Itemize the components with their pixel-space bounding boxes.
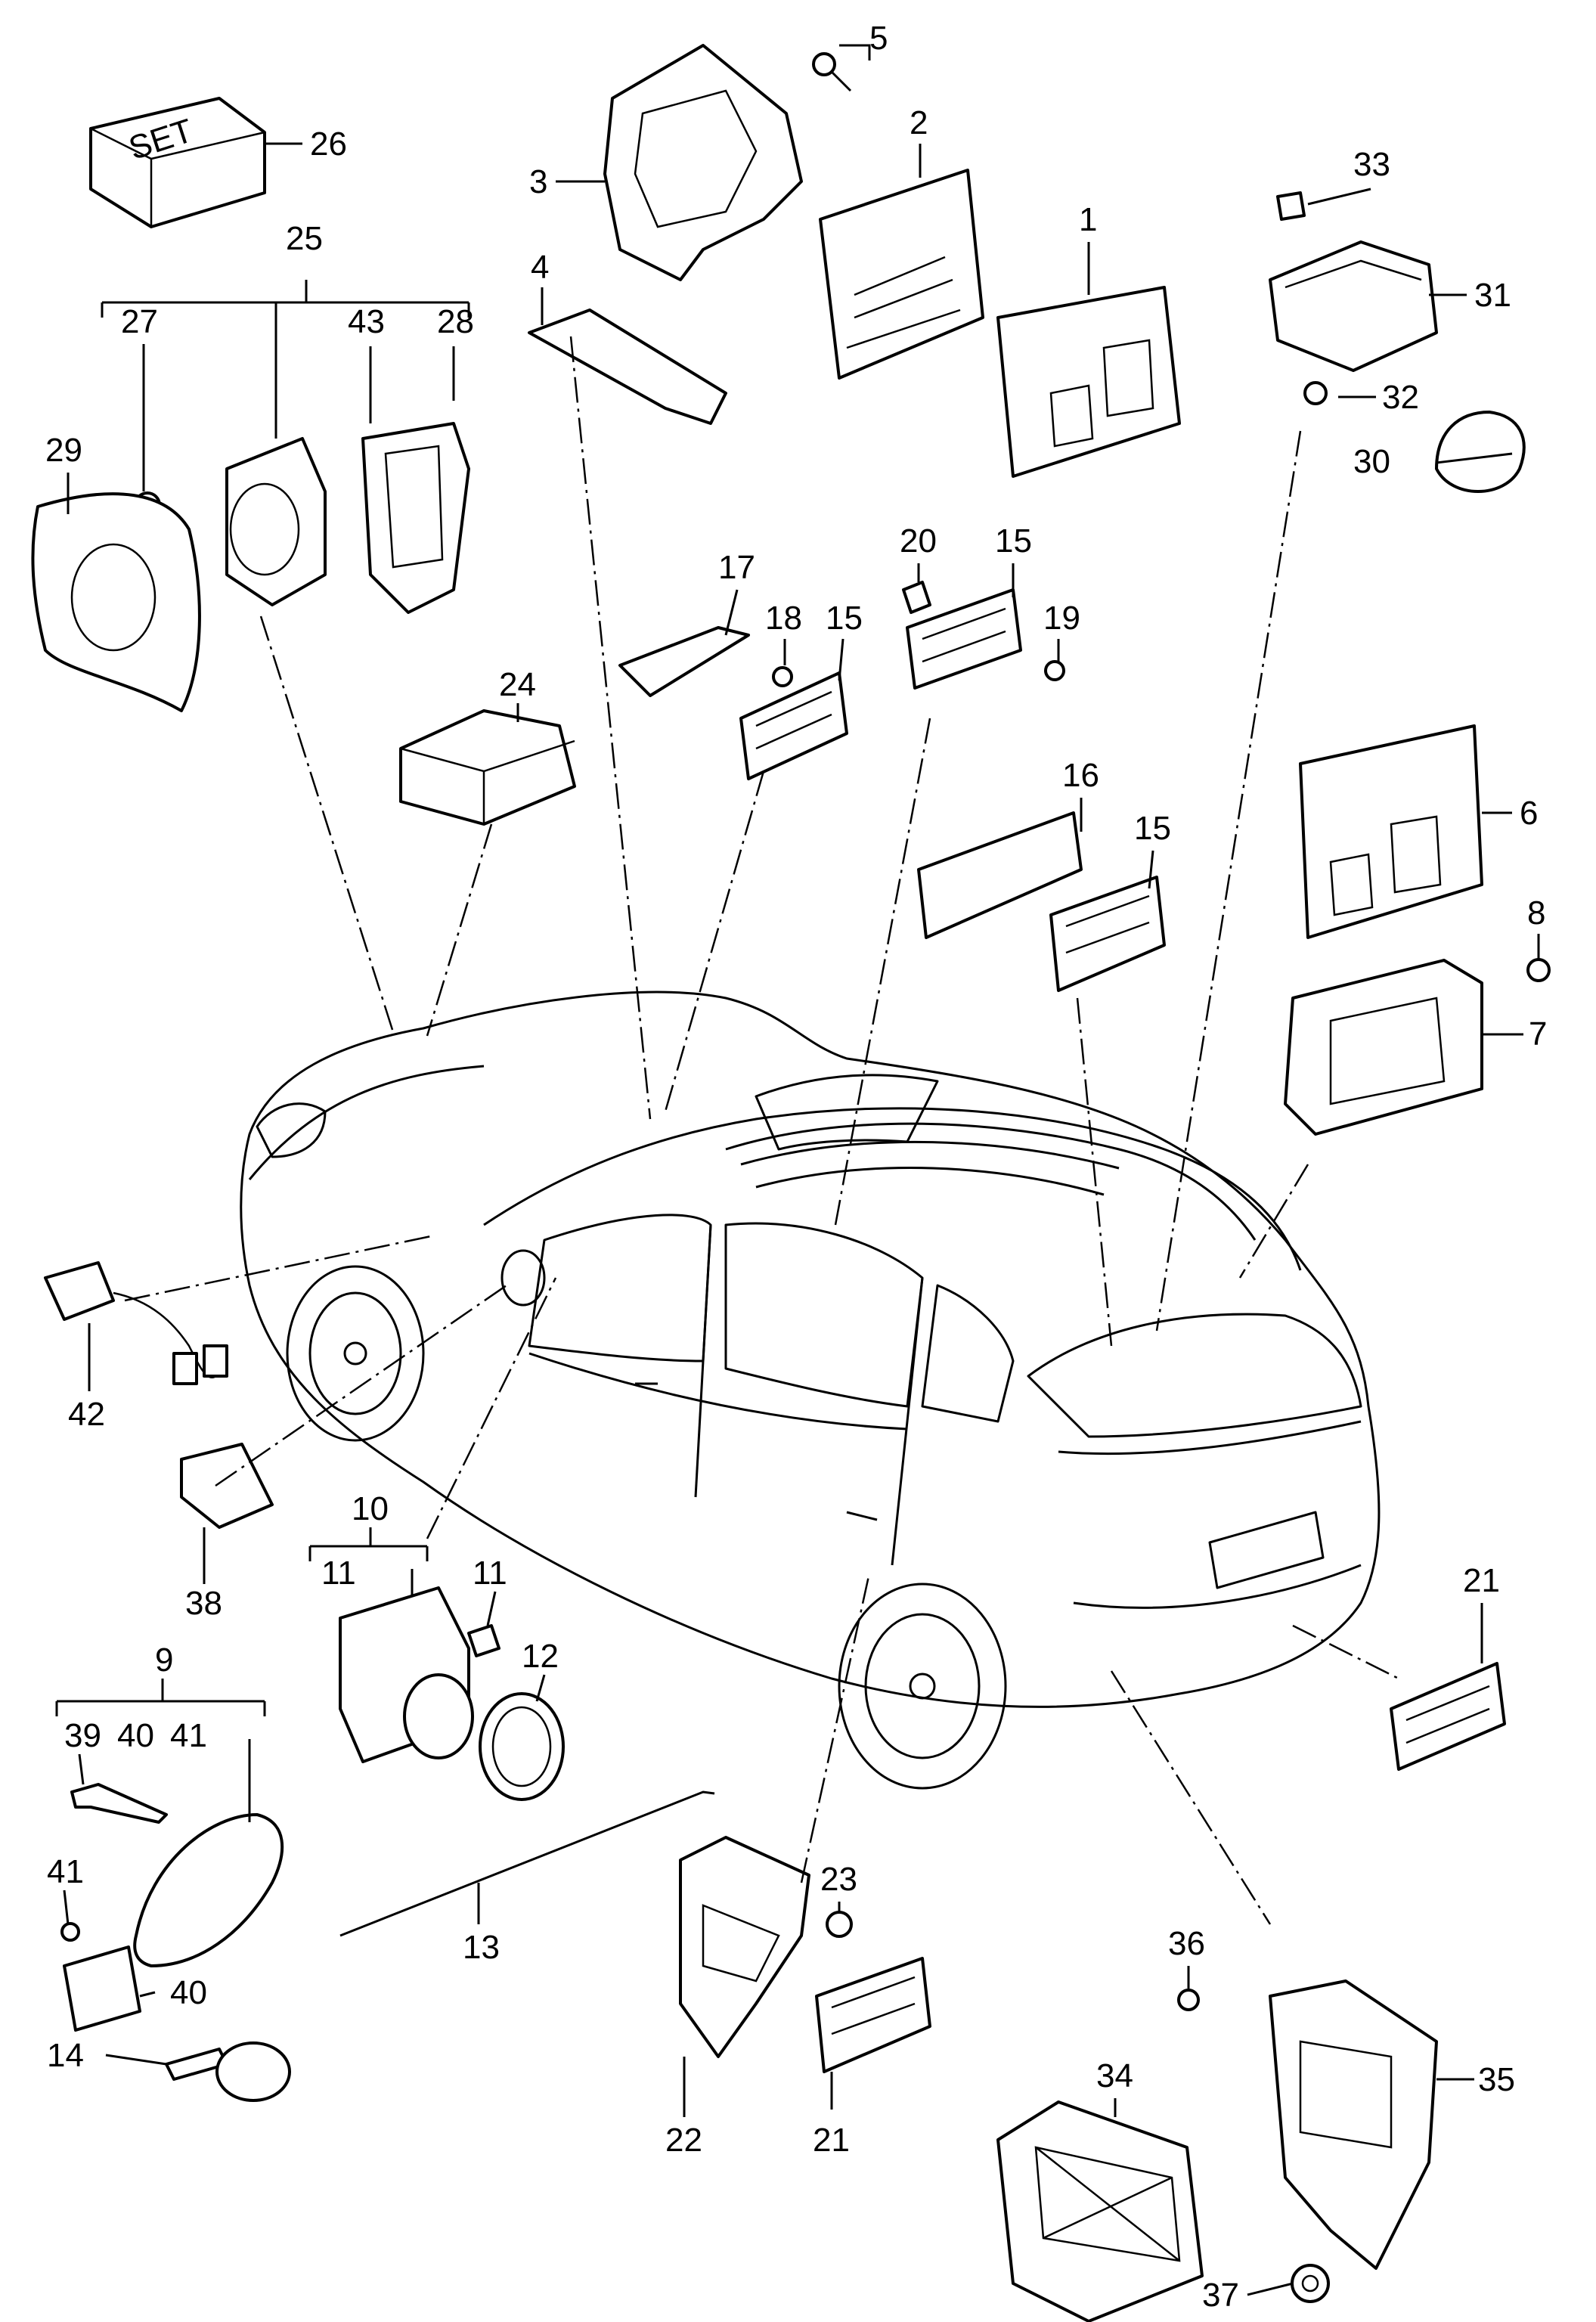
callout-33: 33 — [1353, 146, 1390, 183]
callout-13: 13 — [463, 1929, 500, 1966]
housing-part-31 — [1269, 240, 1438, 372]
key-blade-part-39 — [70, 1783, 168, 1824]
callout-9: 9 — [155, 1642, 173, 1679]
callout-8: 8 — [1527, 894, 1545, 932]
plate-part-2 — [819, 169, 984, 380]
callout-40b: 40 — [170, 1974, 207, 2011]
set-box: SET — [89, 97, 266, 228]
bracket-part-35 — [1269, 1979, 1438, 2270]
callout-35: 35 — [1478, 2061, 1515, 2098]
callout-29: 29 — [45, 432, 82, 469]
callout-25: 25 — [286, 220, 323, 257]
screw-part-5 — [812, 52, 852, 92]
sensor-part-21b — [815, 1957, 931, 2073]
callout-42: 42 — [68, 1396, 105, 1433]
callout-1: 1 — [1079, 201, 1097, 238]
callout-22: 22 — [665, 2122, 702, 2159]
callout-6: 6 — [1520, 795, 1538, 832]
key-part-14 — [165, 2041, 291, 2102]
callout-43: 43 — [348, 303, 385, 340]
ring-part-12 — [479, 1692, 565, 1801]
callout-17: 17 — [718, 549, 755, 586]
nut-part-23 — [826, 1911, 853, 1938]
callout-28: 28 — [437, 303, 474, 340]
bracket-part-3 — [603, 44, 803, 281]
clip-part-20 — [902, 581, 931, 614]
sensor-part-42 — [44, 1261, 228, 1385]
vehicle-outline — [240, 990, 1381, 1790]
bracket-part-7 — [1284, 959, 1483, 1136]
sensor-part-21a — [1390, 1662, 1506, 1771]
callout-23: 23 — [820, 1861, 857, 1898]
callout-16: 16 — [1062, 757, 1099, 794]
nut-part-37 — [1291, 2264, 1330, 2303]
callout-39: 39 — [64, 1717, 101, 1754]
cover-part-17 — [618, 626, 750, 697]
callout-4: 4 — [531, 249, 549, 286]
steering-lock-part-25 — [225, 437, 327, 606]
sensor-part-38 — [180, 1443, 274, 1529]
control-unit-part-1 — [996, 286, 1181, 478]
screw-part-41 — [60, 1922, 80, 1942]
callout-14: 14 — [47, 2037, 84, 2074]
callout-15c: 15 — [1134, 810, 1171, 847]
callout-38: 38 — [185, 1585, 222, 1622]
sensor-part-15a — [739, 671, 848, 780]
cover-part-16 — [917, 811, 1083, 939]
callout-36: 36 — [1168, 1925, 1205, 1962]
bracket-part-22 — [679, 1836, 810, 2058]
rod-part-13 — [339, 1790, 715, 1937]
clip-part-11 — [467, 1624, 500, 1657]
callout-2: 2 — [910, 104, 928, 141]
callout-11b: 11 — [473, 1555, 507, 1592]
screw-part-8 — [1526, 958, 1551, 982]
callout-5: 5 — [869, 20, 888, 57]
callout-21b: 21 — [813, 2122, 850, 2159]
callout-19: 19 — [1043, 600, 1080, 637]
callout-10: 10 — [352, 1490, 389, 1527]
callout-15a: 15 — [826, 600, 863, 637]
dash-dot-leaders — [124, 336, 1399, 1925]
callout-34: 34 — [1096, 2057, 1133, 2094]
sensor-part-15c — [1049, 876, 1166, 992]
leader-lines — [55, 44, 1540, 2296]
callout-26: 26 — [310, 126, 347, 163]
callout-labels: 26 25 27 43 28 29 3 4 5 2 1 33 31 32 30 … — [45, 20, 1547, 2314]
callout-41a: 41 — [170, 1717, 207, 1754]
callout-21a: 21 — [1463, 1562, 1500, 1599]
callout-11a: 11 — [321, 1555, 356, 1592]
module-part-24 — [399, 709, 576, 826]
callout-37: 37 — [1202, 2277, 1239, 2314]
screw-part-36 — [1177, 1989, 1200, 2011]
screw-part-19 — [1044, 660, 1065, 681]
key-fob-part-30 — [1435, 411, 1526, 493]
callout-27: 27 — [121, 303, 158, 340]
callout-12: 12 — [522, 1638, 559, 1675]
callout-31: 31 — [1474, 277, 1511, 314]
callout-15b: 15 — [995, 522, 1032, 560]
callout-41b: 41 — [47, 1853, 84, 1890]
callout-20: 20 — [900, 522, 937, 560]
callout-3: 3 — [529, 163, 547, 200]
callout-40a: 40 — [117, 1717, 154, 1754]
callout-24: 24 — [499, 666, 536, 703]
screw-part-32 — [1303, 381, 1328, 405]
callout-30: 30 — [1353, 443, 1390, 480]
key-fob-part-41 — [133, 1813, 284, 1967]
clip-part-33 — [1276, 191, 1306, 221]
callout-7: 7 — [1529, 1015, 1547, 1052]
trim-part-29 — [31, 492, 201, 712]
bracket-part-28 — [361, 422, 470, 614]
callout-32: 32 — [1382, 379, 1419, 416]
screw-part-18 — [772, 666, 793, 687]
callout-18: 18 — [765, 600, 802, 637]
strip-part-4 — [528, 308, 727, 425]
tag-part-40 — [63, 1945, 141, 2032]
